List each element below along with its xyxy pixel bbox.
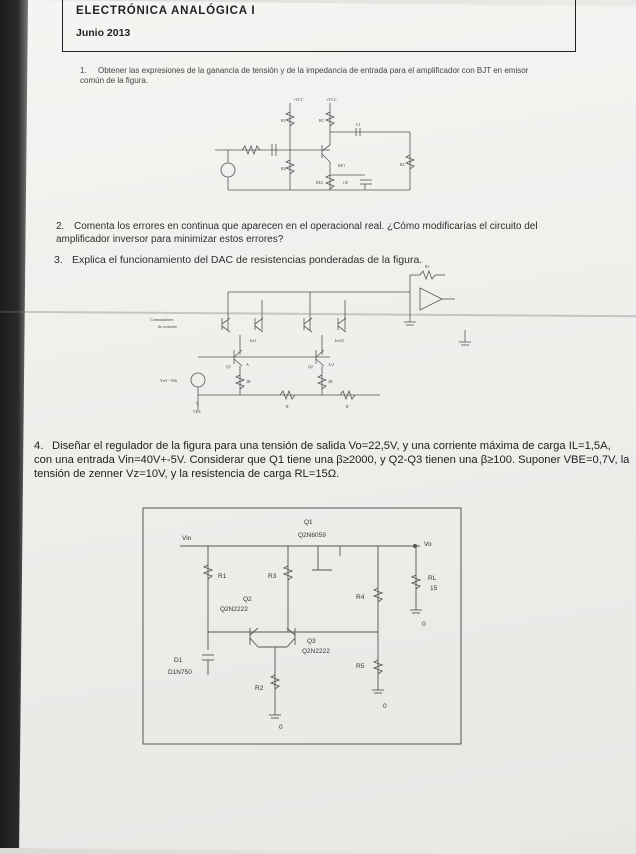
exam-title: ELECTRÓNICA ANALÓGICA I — [76, 5, 256, 17]
question-text: Obtener las expresiones de la ganancia d… — [80, 66, 529, 85]
label-r2: R2 — [255, 685, 264, 692]
label-vin: Vin — [182, 535, 192, 542]
question-number: 3. — [54, 254, 63, 266]
label-r3: R3 — [268, 573, 277, 580]
label-q3: Q3 — [307, 638, 316, 645]
question-text: Explica el funcionamiento del DAC de res… — [72, 254, 423, 266]
label-q2: Q2 — [243, 596, 252, 603]
label-gnd-r5: 0 — [383, 703, 387, 710]
question-2: 2.Comenta los errores en continua que ap… — [56, 221, 576, 246]
label-r4: R4 — [356, 594, 365, 601]
question-text: Diseñar el regulador de la figura para u… — [34, 440, 630, 480]
label-vo: Vo — [424, 541, 432, 548]
question-1: 1.Obtener las expresiones de la ganancia… — [80, 66, 540, 86]
question-number: 1. — [80, 66, 87, 75]
circuit-frame — [142, 507, 462, 745]
question-text: Comenta los errores en continua que apar… — [56, 221, 538, 245]
question-number: 4. — [34, 440, 44, 452]
question-number: 2. — [56, 221, 65, 232]
label-rl: RL — [428, 575, 437, 582]
header-box — [62, 0, 576, 52]
label-q2-part: Q2N2222 — [220, 606, 248, 613]
question-3: 3. Explica el funcionamiento del DAC de r… — [54, 254, 574, 267]
label-q3-part: Q2N2222 — [302, 648, 330, 655]
label-q1-part: Q2N6059 — [298, 532, 326, 539]
label-d1: D1 — [174, 657, 183, 664]
label-d1-part: D1N750 — [168, 669, 192, 676]
label-gnd-rl: 0 — [422, 621, 426, 628]
label-q1: Q1 — [304, 519, 313, 526]
label-r1: R1 — [218, 573, 227, 580]
label-r5: R5 — [356, 663, 365, 670]
question-4: 4.Diseñar el regulador de la figura para… — [34, 439, 630, 481]
exam-date: Junio 2013 — [76, 27, 131, 39]
label-gnd-r2: 0 — [279, 724, 283, 731]
label-rl-value: 15 — [430, 585, 438, 592]
